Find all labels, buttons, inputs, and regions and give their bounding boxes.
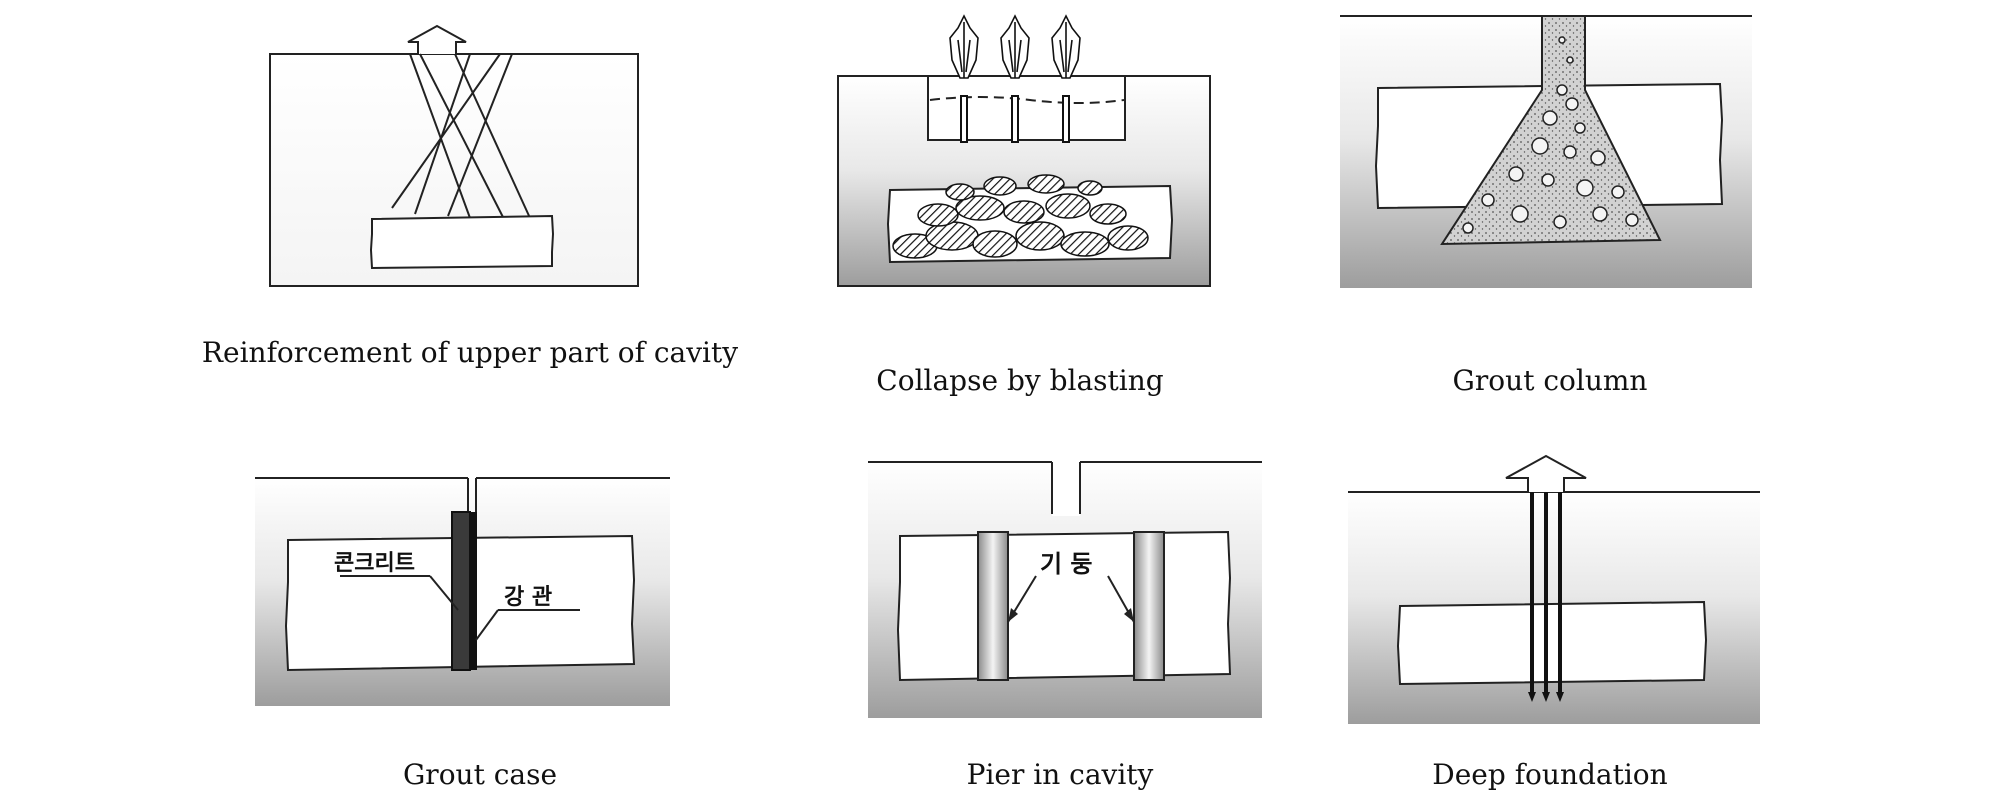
arrowhead-right: [1124, 608, 1134, 622]
concrete-column: [451, 511, 471, 671]
steel-leader: [475, 609, 499, 641]
panel-grout-column: [1340, 15, 1752, 288]
arrowhead-left: [1008, 608, 1018, 622]
house-icon: [407, 24, 467, 54]
cavity: [1396, 600, 1708, 686]
pier-right: [1133, 531, 1165, 681]
concrete-leader-diag: [429, 575, 459, 611]
house-icon: [1505, 454, 1587, 492]
pillar-label: 기 둥: [1040, 550, 1093, 578]
steel-pipe-label: 강 관: [504, 585, 552, 610]
cavity: [369, 214, 555, 270]
pile-tips: [1528, 692, 1564, 702]
caption-reinforcement: Reinforcement of upper part of cavity: [201, 336, 739, 369]
panel-grout-case: 콘크리트 강 관: [255, 477, 670, 706]
blast-holes: [960, 95, 1070, 143]
panel-reinforcement-upper-cavity: [269, 24, 639, 287]
panel-pier-in-cavity: 기 둥: [868, 461, 1262, 718]
caption-pier-in-cavity: Pier in cavity: [966, 758, 1154, 791]
explosion-plumes: [949, 14, 1081, 79]
caption-grout-case: Grout case: [402, 758, 558, 791]
anchor-lines: [391, 53, 531, 226]
panel-deep-foundation: [1348, 454, 1760, 724]
caption-deep-foundation: Deep foundation: [1432, 758, 1668, 791]
pier-left: [977, 531, 1009, 681]
foundation-piles: [1530, 492, 1562, 692]
grout-voids: [1462, 36, 1639, 234]
blast-zone: [927, 75, 1126, 141]
concrete-label: 콘크리트: [334, 551, 415, 576]
caption-collapse-by-blasting: Collapse by blasting: [876, 364, 1164, 397]
caption-grout-column: Grout column: [1452, 364, 1648, 397]
grout-cone: [1440, 15, 1662, 246]
dashed-line: [929, 96, 1125, 104]
steel-pipe: [470, 512, 477, 670]
panel-collapse-by-blasting: [837, 14, 1211, 287]
rubble-pile: [892, 174, 1149, 259]
